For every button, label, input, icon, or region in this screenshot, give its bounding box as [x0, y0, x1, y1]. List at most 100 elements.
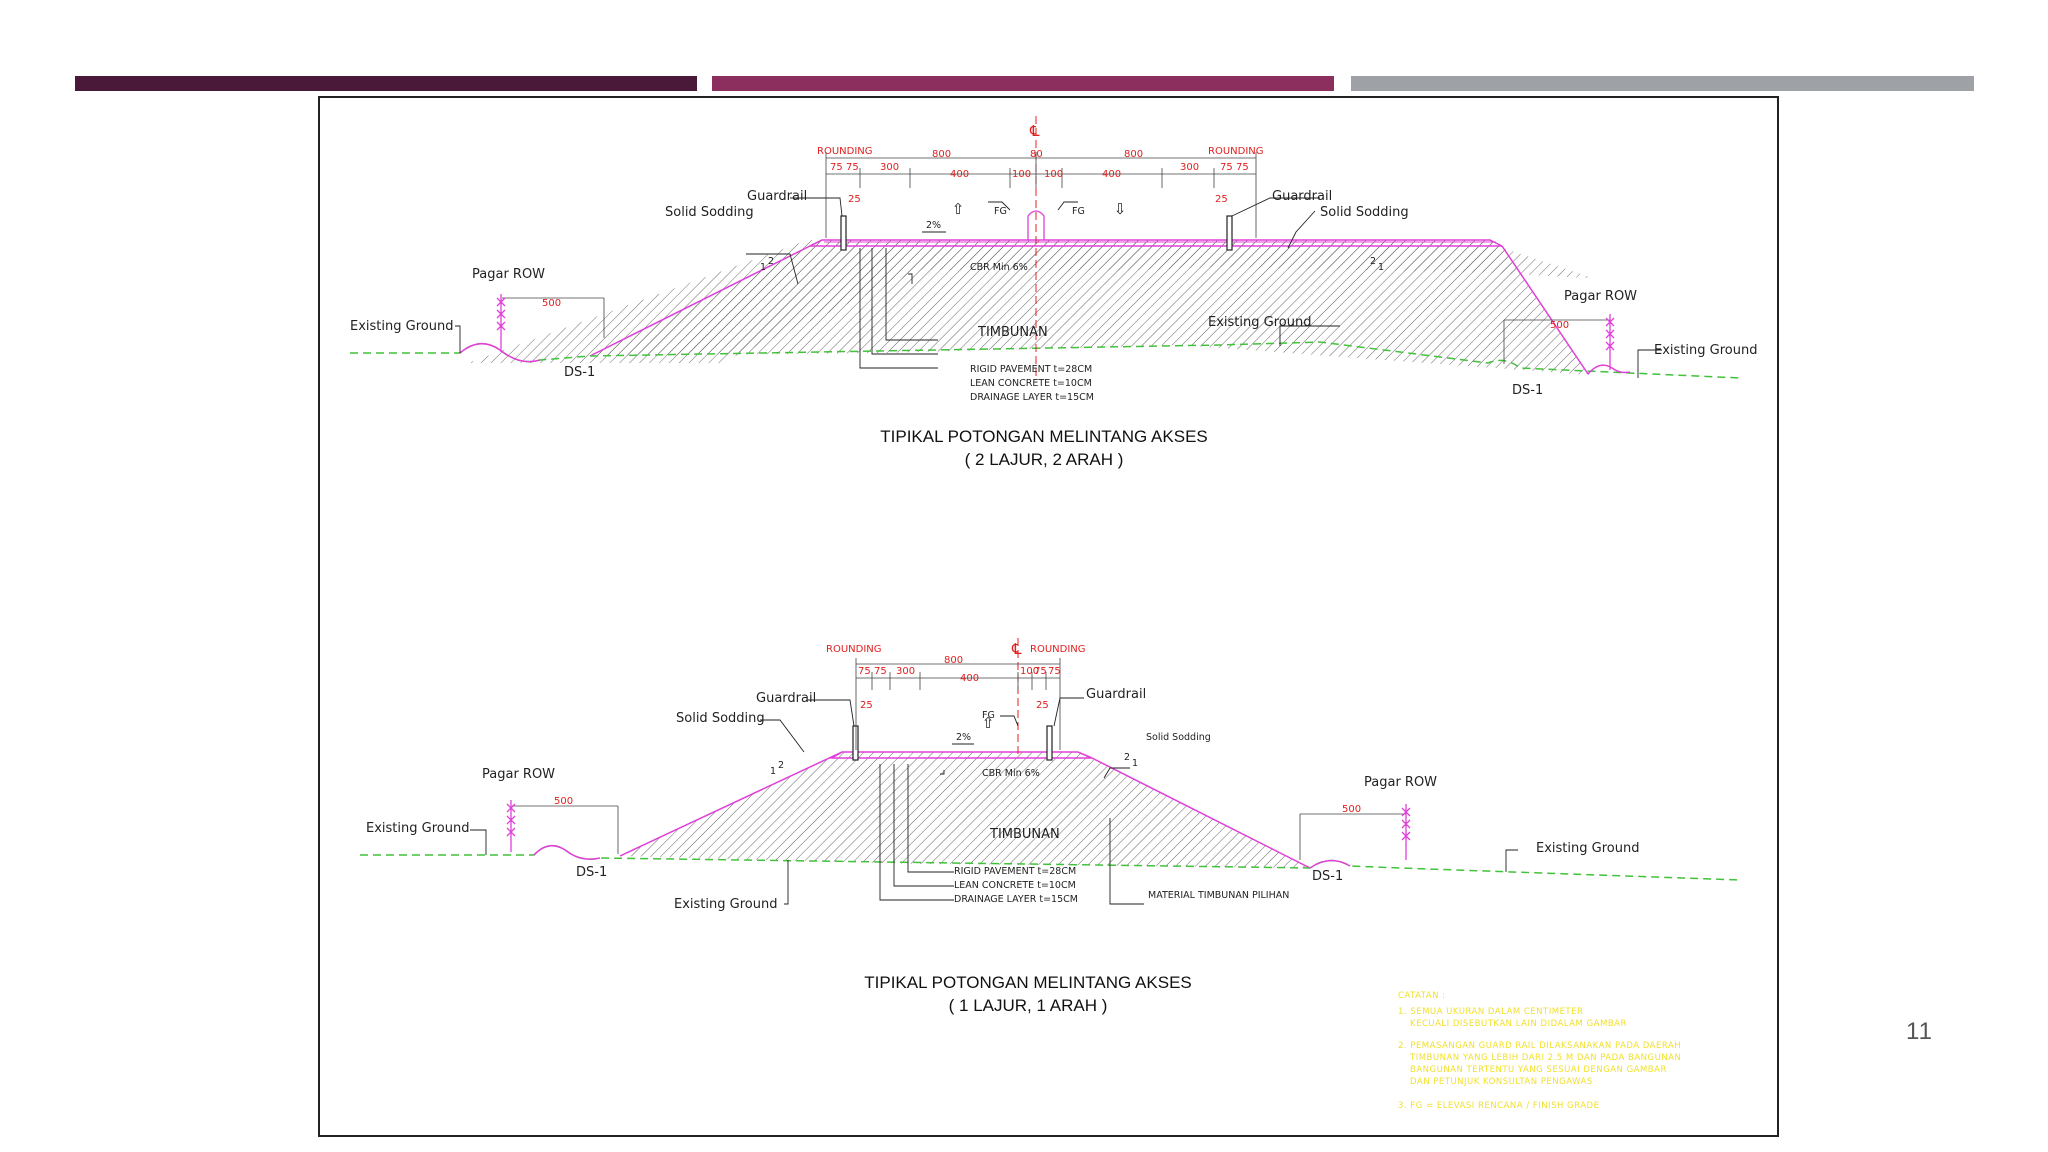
cross-section-drawing: ⇧ ⇩ ℄ ROUNDING ROUNDING 75 75 300 800 40… — [350, 116, 1757, 1111]
dim-80-1: 80 — [1030, 149, 1043, 160]
fg-label-left-1: FG — [994, 206, 1007, 217]
dim-800r-1: 800 — [1124, 149, 1143, 160]
slope-ratio-right-1: 2 — [1370, 256, 1376, 267]
row-dim-left-2: 500 — [554, 796, 573, 807]
ds-label-right-1: DS-1 — [1512, 383, 1543, 398]
slope-ratio-right-b-1: 1 — [1378, 262, 1384, 273]
dim-800l-1: 800 — [932, 149, 951, 160]
traffic-arrow-up-icon-2: ⇧ — [982, 714, 995, 732]
slope-right-2 — [1091, 757, 1311, 869]
fg-label-2: FG — [982, 710, 995, 721]
layer-drain-label-2: DRAINAGE LAYER t=15CM — [954, 894, 1078, 905]
centerline-symbol-2: ℄ — [1011, 640, 1022, 658]
dimension-lines-1 — [502, 152, 1610, 364]
page-number: 11 — [1906, 1018, 1933, 1045]
pagar-row-label-right-2: Pagar ROW — [1364, 775, 1437, 790]
dim-300l-1: 300 — [880, 162, 899, 173]
slope-ratio-left-1: 2 — [768, 256, 774, 267]
dim-300r-1: 300 — [1180, 162, 1199, 173]
ds-drain-left-2 — [533, 845, 601, 860]
section-title-2: TIPIKAL POTONGAN MELINTANG AKSES — [864, 973, 1192, 992]
slope-right-1 — [1501, 245, 1589, 375]
embankment-1 — [590, 240, 1590, 375]
pagar-row-fence-left-1 — [496, 294, 506, 352]
note-2a: 2. PEMASANGAN GUARD RAIL DILAKSANAKAN PA… — [1398, 1041, 1681, 1051]
crossfall-label-2: 2% — [956, 732, 971, 743]
header-bar-magenta — [712, 76, 1334, 91]
slope-left-1 — [589, 239, 823, 357]
rounding-label-right-2: ROUNDING — [1030, 644, 1086, 655]
crossfall-label-1: 2% — [926, 220, 941, 231]
guardrail-post-right-2 — [1046, 725, 1053, 761]
section-2-one-lane: ⇧ ℄ ROUNDING ROUNDING 75 75 300 800 400 … — [360, 638, 1741, 1015]
cbr-label-1: CBR Min 6% — [970, 262, 1028, 273]
pagar-row-fence-right-1 — [1605, 314, 1615, 370]
median-1 — [1027, 210, 1045, 240]
timbunan-label-1: TIMBUNAN — [977, 325, 1048, 340]
dim-75c-2: 75 — [1034, 666, 1047, 677]
ds-drain-right-1 — [1587, 364, 1631, 375]
slope-ratio-right-2: 2 — [1124, 752, 1130, 763]
dim-75d-2: 75 — [1048, 666, 1061, 677]
dim-75d-1: 75 — [1236, 162, 1249, 173]
solid-sodding-label-right-2: Solid Sodding — [1146, 732, 1211, 743]
notes-block: CATATAN : 1. SEMUA UKURAN DALAM CENTIMET… — [1398, 991, 1681, 1111]
note-2c: BANGUNAN TERTENTU YANG SESUAI DENGAN GAM… — [1410, 1065, 1667, 1075]
dim-400l-1: 400 — [950, 169, 969, 180]
guardrail-label-right-1: Guardrail — [1272, 189, 1332, 204]
slope-left-2 — [619, 751, 843, 857]
ds-label-right-2: DS-1 — [1312, 869, 1343, 884]
ds-label-left-2: DS-1 — [576, 865, 607, 880]
dim-100-2: 100 — [1020, 666, 1039, 677]
leader-lines-1 — [455, 197, 1662, 378]
slope-ratio-left-b-2: 1 — [770, 766, 776, 777]
guardrail-label-right-2: Guardrail — [1086, 687, 1146, 702]
embankment-2 — [620, 752, 1310, 868]
row-dim-right-1: 500 — [1550, 320, 1569, 331]
layer-rigid-label-1: RIGID PAVEMENT t=28CM — [970, 364, 1092, 375]
rounding-label-right-1: ROUNDING — [1208, 146, 1264, 157]
section-1-two-lane: ⇧ ⇩ ℄ ROUNDING ROUNDING 75 75 300 800 40… — [350, 116, 1757, 469]
existing-ground-label-bottom-2: Existing Ground — [674, 897, 777, 912]
timbunan-label-2: TIMBUNAN — [989, 827, 1060, 842]
fg-label-right-1: FG — [1072, 206, 1085, 217]
pagar-row-label-left-2: Pagar ROW — [482, 767, 555, 782]
dim-400-2: 400 — [960, 673, 979, 684]
dim-400r-1: 400 — [1102, 169, 1121, 180]
dim-25r-2: 25 — [1036, 700, 1049, 711]
existing-ground-label-left-1: Existing Ground — [350, 319, 453, 334]
section-subtitle-1: ( 2 LAJUR, 2 ARAH ) — [965, 450, 1124, 469]
layer-rigid-label-2: RIGID PAVEMENT t=28CM — [954, 866, 1076, 877]
existing-ground-label-left-2: Existing Ground — [366, 821, 469, 836]
header-bar-gray — [1351, 76, 1974, 91]
traffic-arrow-up-icon: ⇧ — [952, 200, 965, 218]
existing-ground-label-right-1: Existing Ground — [1654, 343, 1757, 358]
existing-ground-label-mid-1: Existing Ground — [1208, 315, 1311, 330]
dim-75c-1: 75 — [1220, 162, 1233, 173]
dim-75b-2: 75 — [874, 666, 887, 677]
solid-sodding-label-left-1: Solid Sodding — [665, 205, 754, 220]
note-2d: DAN PETUNJUK KONSULTAN PENGAWAS — [1410, 1077, 1593, 1087]
leader-lines-2 — [470, 697, 1518, 905]
dim-100l-1: 100 — [1012, 169, 1031, 180]
dim-75a-2: 75 — [858, 666, 871, 677]
pagar-row-fence-left-2 — [506, 800, 516, 852]
solid-sodding-label-right-1: Solid Sodding — [1320, 205, 1409, 220]
slope-ratio-left-2: 2 — [778, 760, 784, 771]
dim-75a-1: 75 — [830, 162, 843, 173]
ds-drain-left-1 — [459, 343, 541, 363]
pagar-row-label-left-1: Pagar ROW — [472, 267, 545, 282]
layer-lean-label-1: LEAN CONCRETE t=10CM — [970, 378, 1092, 389]
dim-300-2: 300 — [896, 666, 915, 677]
dim-800-2: 800 — [944, 655, 963, 666]
slope-ratio-left-b-1: 1 — [760, 262, 766, 273]
pagar-row-fence-right-2 — [1401, 804, 1411, 860]
note-2b: TIMBUNAN YANG LEBIH DARI 2.5 M DAN PADA … — [1409, 1053, 1681, 1063]
cbr-label-2: CBR Min 6% — [982, 768, 1040, 779]
row-dim-left-1: 500 — [542, 298, 561, 309]
material-timbunan-label-2: MATERIAL TIMBUNAN PILIHAN — [1148, 890, 1289, 901]
guardrail-post-right-1 — [1226, 215, 1233, 251]
note-3: 3. FG = ELEVASI RENCANA / FINISH GRADE — [1398, 1101, 1599, 1111]
section-subtitle-2: ( 1 LAJUR, 1 ARAH ) — [949, 996, 1108, 1015]
guardrail-post-left-1 — [840, 215, 847, 251]
